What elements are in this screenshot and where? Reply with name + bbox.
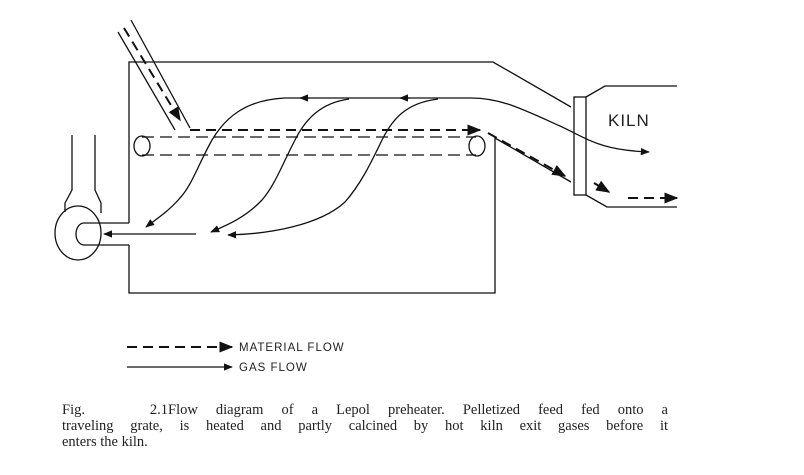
caption-text-1: Flow diagram of a Lepol preheater. Pelle… <box>168 402 668 418</box>
grate-roller-right <box>468 135 486 157</box>
preheater-housing <box>128 61 572 294</box>
kiln-label: KILN <box>608 111 650 130</box>
figure-caption: Fig. 2.1Flow diagram of a Lepol preheate… <box>62 402 668 450</box>
caption-line-3: enters the kiln. <box>62 434 148 450</box>
grate-roller-left <box>133 135 151 157</box>
gas-flow-paths <box>103 94 650 239</box>
kiln: KILN <box>573 85 677 208</box>
material-flow-path <box>190 124 679 204</box>
caption-line-1: Fig. 2.1Flow diagram of a Lepol preheate… <box>62 402 668 418</box>
exhaust-fan <box>54 135 129 261</box>
traveling-grate <box>133 135 486 157</box>
caption-line-2: traveling grate, is heated and partly ca… <box>62 418 668 434</box>
legend-material-flow: MATERIAL FLOW <box>239 342 345 354</box>
feed-chute <box>117 19 191 131</box>
legend: MATERIAL FLOW GAS FLOW <box>127 341 345 374</box>
legend-gas-flow: GAS FLOW <box>239 362 308 374</box>
exhaust-stack <box>64 135 102 213</box>
figure-number: Fig. 2.1 <box>62 402 168 418</box>
